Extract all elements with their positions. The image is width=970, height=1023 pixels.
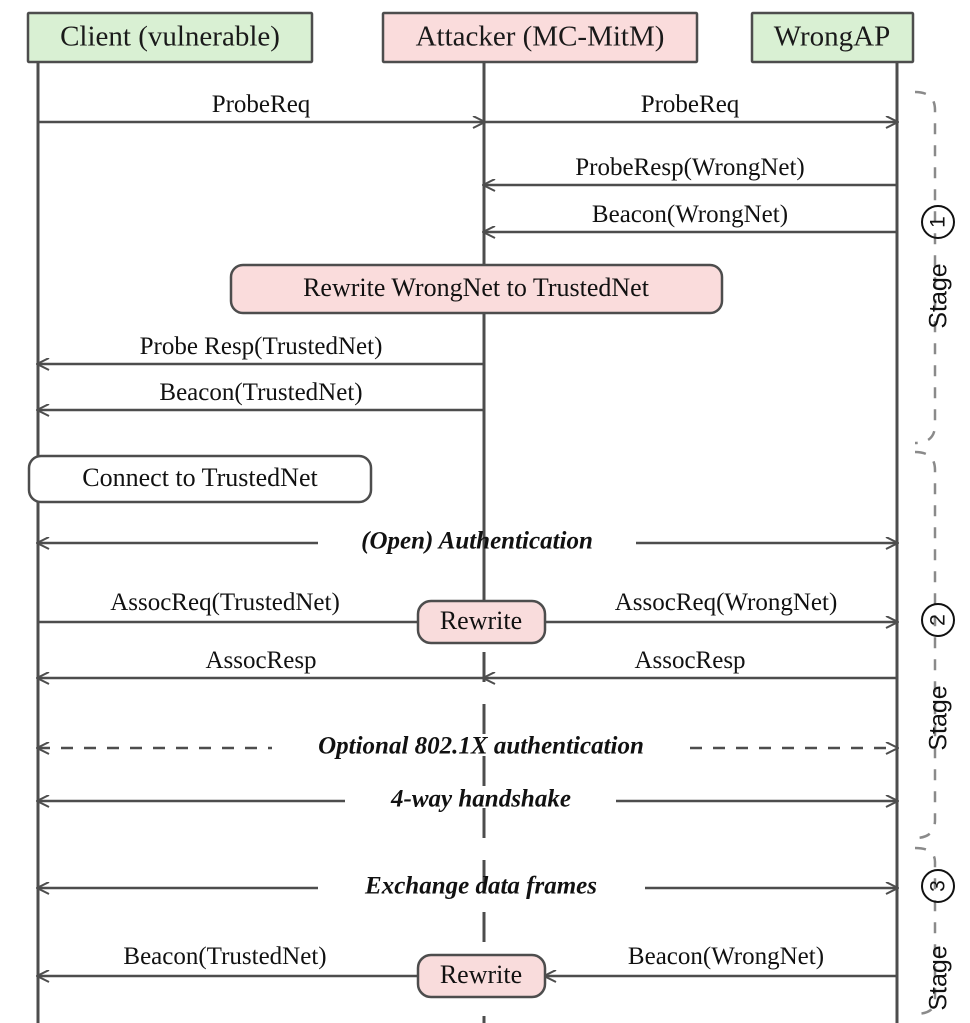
message-probereq-client-attacker[interactable]: ProbeReq [38,91,484,122]
message-label: 4-way handshake [390,786,571,813]
message-label: Beacon(WrongNet) [628,943,824,970]
message-label: ProbeReq [641,91,740,118]
note-label: Rewrite [440,606,522,635]
message-optional-8021x-authentication[interactable]: Optional 802.1X authentication [38,733,897,760]
message-exchange-data-frames[interactable]: Exchange data frames [38,873,897,900]
message-beacon-trustednet-top[interactable]: Beacon(TrustedNet) [38,379,484,410]
message-beacon-wrongnet[interactable]: Beacon(WrongNet) [484,201,897,232]
note-rewrite-wrongnet-to-trustednet[interactable]: Rewrite WrongNet to TrustedNet [229,263,724,315]
message-label: ProbeReq [212,91,311,118]
stage-label-text: Stage [925,263,953,328]
note-label: Rewrite WrongNet to TrustedNet [303,273,650,302]
stage-label-text: Stage [925,685,953,750]
message-probereq-attacker-wrongap[interactable]: ProbeReq [484,91,897,122]
stage-bracket-2: Stage 2 [914,450,955,840]
stage-number-2: 2 [927,614,950,626]
note-rewrite-pill-assoc[interactable]: Rewrite [416,599,547,645]
stage-label-text: Stage [925,945,953,1010]
stage-number-1: 1 [927,216,950,228]
message-beacon-wrongnet-bottom[interactable]: Beacon(WrongNet) [545,943,897,976]
note-box [229,263,724,315]
message-label: Exchange data frames [364,873,597,900]
actor-wrongap[interactable]: WrongAP [750,11,915,64]
note-connect-to-trustednet[interactable]: Connect to TrustedNet [27,454,373,504]
message-assocreq-wrongnet[interactable]: AssocReq(WrongNet) [545,589,897,622]
actor-box-client [26,11,314,64]
note-label: Rewrite [440,960,522,989]
stage-number-circle [921,205,955,239]
message-label: AssocResp [634,647,745,674]
message-label: AssocReq(WrongNet) [615,589,838,616]
note-box [416,599,547,645]
actor-attacker[interactable]: Attacker (MC-MitM) [381,11,699,64]
message-open-authentication[interactable]: (Open) Authentication [38,528,897,555]
note-box [27,454,373,504]
note-label: Connect to TrustedNet [82,463,318,492]
note-rewrite-pill-beacon[interactable]: Rewrite [416,953,547,999]
message-label: Beacon(TrustedNet) [123,943,326,970]
stage-bracket-1: Stage 1 [914,90,955,445]
stage-number-3: 3 [927,880,950,892]
message-label: Beacon(WrongNet) [592,201,788,228]
stage-number-circle [921,603,955,637]
message-label: Beacon(TrustedNet) [159,379,362,406]
message-label: Probe Resp(TrustedNet) [140,333,383,360]
actor-client[interactable]: Client (vulnerable) [26,11,314,64]
message-beacon-trustednet-bottom[interactable]: Beacon(TrustedNet) [38,943,418,976]
message-label: AssocResp [205,647,316,674]
message-proberesp-trustednet[interactable]: Probe Resp(TrustedNet) [38,333,484,364]
stage-bracket-3: Stage 3 [914,846,955,1016]
actor-box-attacker [381,11,699,64]
message-assocreq-trustednet[interactable]: AssocReq(TrustedNet) [38,589,430,622]
bracket-path [914,90,937,445]
message-proberesp-wrongnet[interactable]: ProbeResp(WrongNet) [484,154,897,185]
message-assocresp-wrongap-attacker[interactable]: AssocResp [484,647,897,678]
actor-label-attacker: Attacker (MC-MitM) [416,21,665,53]
message-label: (Open) Authentication [361,528,593,555]
stage-number-circle [921,869,955,903]
message-assocresp-attacker-client[interactable]: AssocResp [38,647,484,678]
actor-label-client: Client (vulnerable) [60,21,280,53]
actor-label-wrongap: WrongAP [774,21,890,53]
message-label: AssocReq(TrustedNet) [110,589,340,616]
message-4way-handshake[interactable]: 4-way handshake [38,786,897,813]
bracket-path [914,450,937,840]
message-label: ProbeResp(WrongNet) [575,154,805,181]
bracket-path [914,846,937,1016]
message-label: Optional 802.1X authentication [318,733,644,760]
actor-box-wrongap [750,11,915,64]
note-box [416,953,547,999]
